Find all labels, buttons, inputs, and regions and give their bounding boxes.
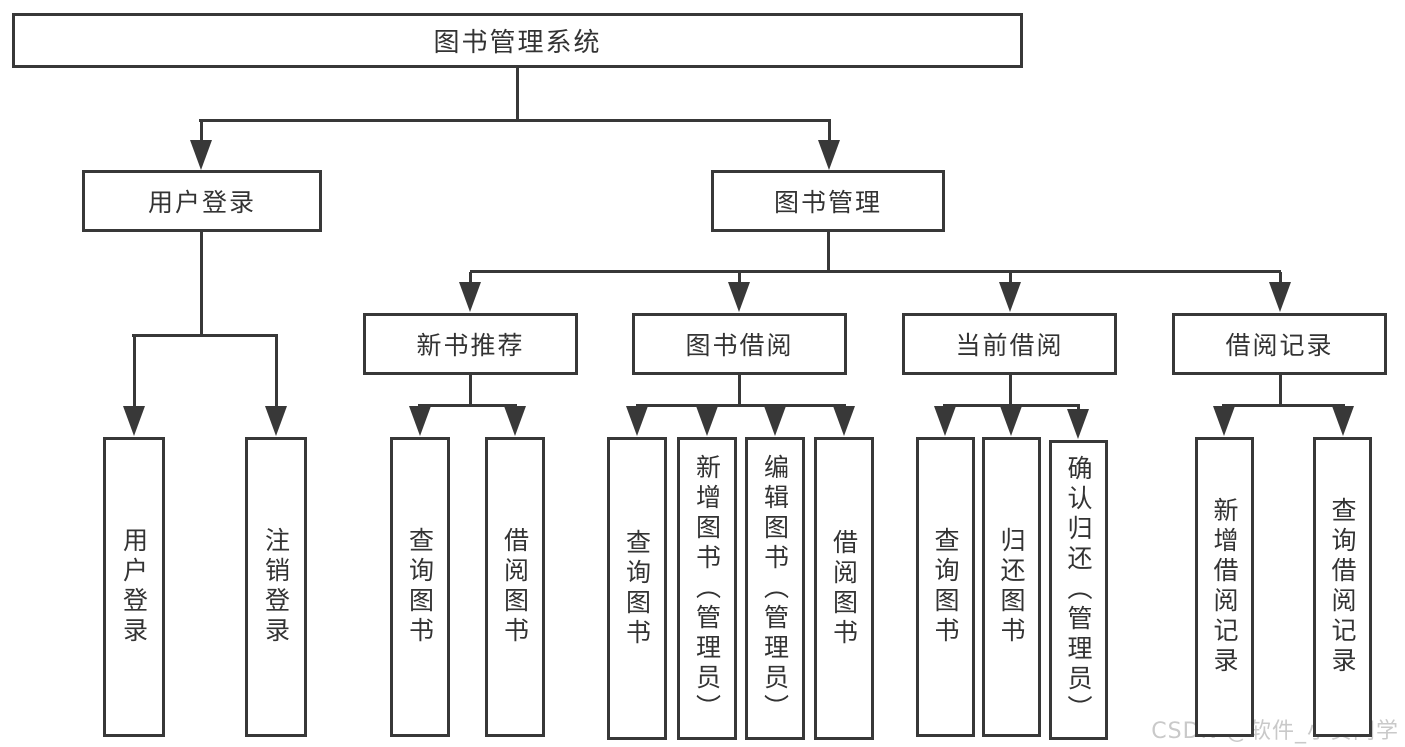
node-current: 当前借阅 [902, 313, 1117, 375]
arrow-down-icon [504, 406, 526, 436]
node-cur-return: 归还图书 [982, 437, 1041, 737]
connector-hline [199, 118, 831, 122]
connector-hline [943, 403, 1080, 407]
arrow-stem [1076, 406, 1080, 411]
arrow-down-icon [265, 406, 287, 436]
node-rec-borrow: 借阅图书 [485, 437, 545, 737]
arrow-down-icon [626, 406, 648, 436]
node-record: 借阅记录 [1172, 313, 1387, 375]
arrow-down-icon [123, 406, 145, 436]
arrow-down-icon [728, 282, 750, 312]
arrow-stem [199, 120, 203, 142]
node-rec-query: 查询图书 [390, 437, 450, 737]
connector-vline [1278, 375, 1282, 407]
node-borrow-lend: 借阅图书 [814, 437, 874, 740]
node-record-add: 新增借阅记录 [1195, 437, 1254, 737]
connector-hline [470, 269, 1281, 273]
arrow-down-icon [764, 406, 786, 436]
connector-vline [1008, 375, 1012, 407]
node-mgmt: 图书管理 [711, 170, 945, 232]
arrow-stem [827, 120, 831, 142]
node-login-user: 用户登录 [103, 437, 165, 737]
arrow-stem [132, 336, 136, 408]
arrow-down-icon [696, 406, 718, 436]
connector-vline [737, 375, 741, 407]
arrow-down-icon [1000, 406, 1022, 436]
arrow-stem [468, 272, 472, 284]
arrow-down-icon [818, 140, 840, 170]
arrow-down-icon [409, 406, 431, 436]
connector-hline [418, 403, 517, 407]
arrow-down-icon [1067, 409, 1089, 439]
connector-hline [1222, 403, 1345, 407]
arrow-down-icon [190, 140, 212, 170]
connector-vline [826, 232, 830, 273]
node-record-query: 查询借阅记录 [1313, 437, 1372, 737]
arrow-stem [1008, 272, 1012, 284]
connector-hline [132, 333, 278, 337]
node-login: 用户登录 [82, 170, 322, 232]
node-cur-query: 查询图书 [916, 437, 975, 737]
arrow-down-icon [999, 282, 1021, 312]
node-cur-confirm: 确认归还（管理员） [1049, 440, 1108, 740]
node-rec: 新书推荐 [363, 313, 578, 375]
connector-vline [199, 232, 203, 337]
node-borrow-edit: 编辑图书（管理员） [745, 437, 805, 740]
node-root: 图书管理系统 [12, 13, 1023, 68]
arrow-down-icon [459, 282, 481, 312]
connector-vline [468, 375, 472, 407]
arrow-down-icon [833, 406, 855, 436]
arrow-stem [1278, 272, 1282, 284]
arrow-down-icon [1269, 282, 1291, 312]
arrow-stem [737, 272, 741, 284]
node-borrow-add: 新增图书（管理员） [677, 437, 737, 740]
arrow-down-icon [934, 406, 956, 436]
connector-hline [636, 403, 846, 407]
node-borrow: 图书借阅 [632, 313, 847, 375]
arrow-stem [274, 336, 278, 408]
node-borrow-query: 查询图书 [607, 437, 667, 740]
arrow-down-icon [1332, 406, 1354, 436]
node-login-logout: 注销登录 [245, 437, 307, 737]
arrow-down-icon [1213, 406, 1235, 436]
connector-vline [515, 68, 519, 121]
